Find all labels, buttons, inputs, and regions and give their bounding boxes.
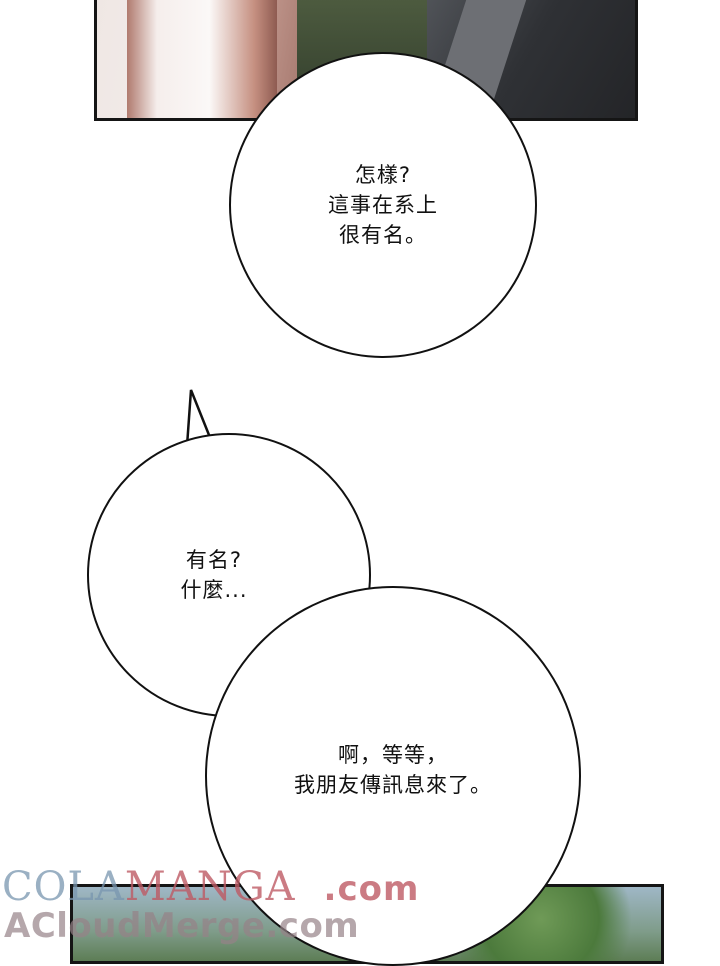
bubble-line: 我朋友傳訊息來了。: [294, 773, 492, 797]
bubble-line: 怎樣?: [354, 163, 412, 187]
character-sleeve: [127, 0, 277, 118]
speech-bubble-1-text: 怎樣? 這事在系上 很有名。: [328, 160, 438, 250]
bubble-line: 很有名。: [339, 223, 427, 247]
speech-bubble-2-text: 有名? 什麼...: [180, 545, 247, 605]
bubble-line: 什麼...: [180, 578, 248, 602]
speech-bubble-3: 啊，等等， 我朋友傳訊息來了。: [205, 586, 581, 966]
bubble-line: 有名?: [185, 548, 243, 572]
bubble-line: 啊，等等，: [338, 743, 448, 767]
speech-bubble-3-text: 啊，等等， 我朋友傳訊息來了。: [294, 740, 492, 800]
bubble-line: 這事在系上: [328, 193, 438, 217]
speech-bubble-tail: [185, 389, 213, 447]
speech-bubble-1: 怎樣? 這事在系上 很有名。: [229, 52, 537, 358]
